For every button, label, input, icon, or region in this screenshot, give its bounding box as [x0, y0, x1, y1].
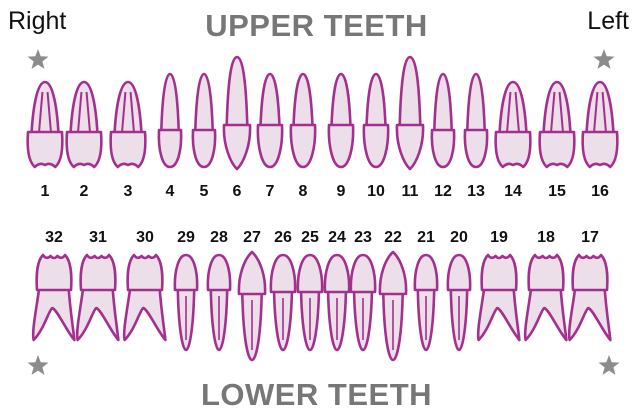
upper-tooth-14[interactable] [496, 82, 531, 167]
lower-tooth-number-25: 25 [301, 229, 319, 246]
lower-tooth-24[interactable] [325, 255, 349, 350]
upper-tooth-number-12: 12 [434, 183, 452, 200]
upper-tooth-number-4: 4 [166, 183, 175, 200]
lower-tooth-number-22: 22 [384, 229, 402, 246]
upper-tooth-16[interactable] [583, 82, 618, 167]
lower-tooth-23[interactable] [351, 255, 375, 350]
star-icon-lower-left [599, 355, 620, 375]
lower-tooth-32[interactable] [33, 255, 74, 340]
upper-tooth-number-15: 15 [548, 183, 566, 200]
upper-tooth-number-16: 16 [591, 183, 609, 200]
upper-tooth-13[interactable] [465, 74, 487, 167]
lower-tooth-21[interactable] [415, 255, 437, 350]
lower-tooth-number-21: 21 [417, 229, 435, 246]
lower-tooth-number-18: 18 [537, 229, 555, 246]
upper-tooth-number-1: 1 [41, 183, 50, 200]
lower-tooth-number-20: 20 [450, 229, 468, 246]
upper-tooth-number-13: 13 [467, 183, 485, 200]
lower-tooth-number-24: 24 [328, 229, 346, 246]
upper-tooth-4[interactable] [159, 74, 181, 167]
lower-tooth-27[interactable] [239, 252, 265, 360]
lower-tooth-number-29: 29 [177, 229, 195, 246]
lower-tooth-number-19: 19 [490, 229, 508, 246]
upper-tooth-number-8: 8 [299, 183, 308, 200]
lower-tooth-number-32: 32 [45, 229, 63, 246]
lower-tooth-number-26: 26 [274, 229, 292, 246]
upper-tooth-8[interactable] [291, 74, 315, 167]
lower-tooth-26[interactable] [271, 255, 295, 350]
lower-tooth-number-27: 27 [243, 229, 261, 246]
upper-tooth-5[interactable] [193, 74, 215, 167]
upper-tooth-10[interactable] [364, 74, 388, 167]
star-icon-upper-left [594, 49, 615, 69]
star-icon-lower-right [28, 355, 49, 375]
upper-tooth-number-11: 11 [402, 183, 419, 200]
upper-tooth-number-14: 14 [504, 183, 522, 200]
lower-tooth-number-31: 31 [89, 229, 107, 246]
upper-tooth-12[interactable] [432, 74, 454, 167]
upper-tooth-number-6: 6 [233, 183, 242, 200]
upper-tooth-1[interactable] [28, 82, 63, 167]
upper-tooth-number-5: 5 [200, 183, 209, 200]
lower-tooth-28[interactable] [208, 255, 230, 350]
upper-tooth-15[interactable] [540, 82, 575, 167]
upper-tooth-3[interactable] [111, 82, 146, 167]
lower-tooth-number-28: 28 [210, 229, 228, 246]
lower-tooth-17[interactable] [569, 255, 610, 340]
lower-tooth-number-30: 30 [136, 229, 154, 246]
lower-tooth-25[interactable] [298, 255, 322, 350]
upper-tooth-9[interactable] [329, 74, 353, 167]
upper-tooth-number-9: 9 [337, 183, 346, 200]
lower-tooth-number-17: 17 [581, 229, 599, 246]
lower-tooth-29[interactable] [175, 255, 197, 350]
lower-tooth-20[interactable] [448, 255, 470, 350]
lower-tooth-31[interactable] [77, 255, 118, 340]
lower-tooth-19[interactable] [478, 255, 519, 340]
lower-tooth-18[interactable] [525, 255, 566, 340]
upper-tooth-number-10: 10 [367, 183, 385, 200]
lower-tooth-22[interactable] [380, 252, 406, 360]
upper-tooth-6[interactable] [224, 57, 250, 169]
upper-tooth-number-7: 7 [266, 183, 275, 200]
lower-tooth-number-23: 23 [354, 229, 372, 246]
upper-tooth-number-3: 3 [124, 183, 133, 200]
star-icon-upper-right [28, 49, 49, 69]
upper-tooth-7[interactable] [258, 74, 282, 167]
lower-tooth-30[interactable] [124, 255, 165, 340]
upper-tooth-11[interactable] [397, 57, 423, 169]
upper-tooth-2[interactable] [67, 82, 102, 167]
upper-tooth-number-2: 2 [80, 183, 89, 200]
